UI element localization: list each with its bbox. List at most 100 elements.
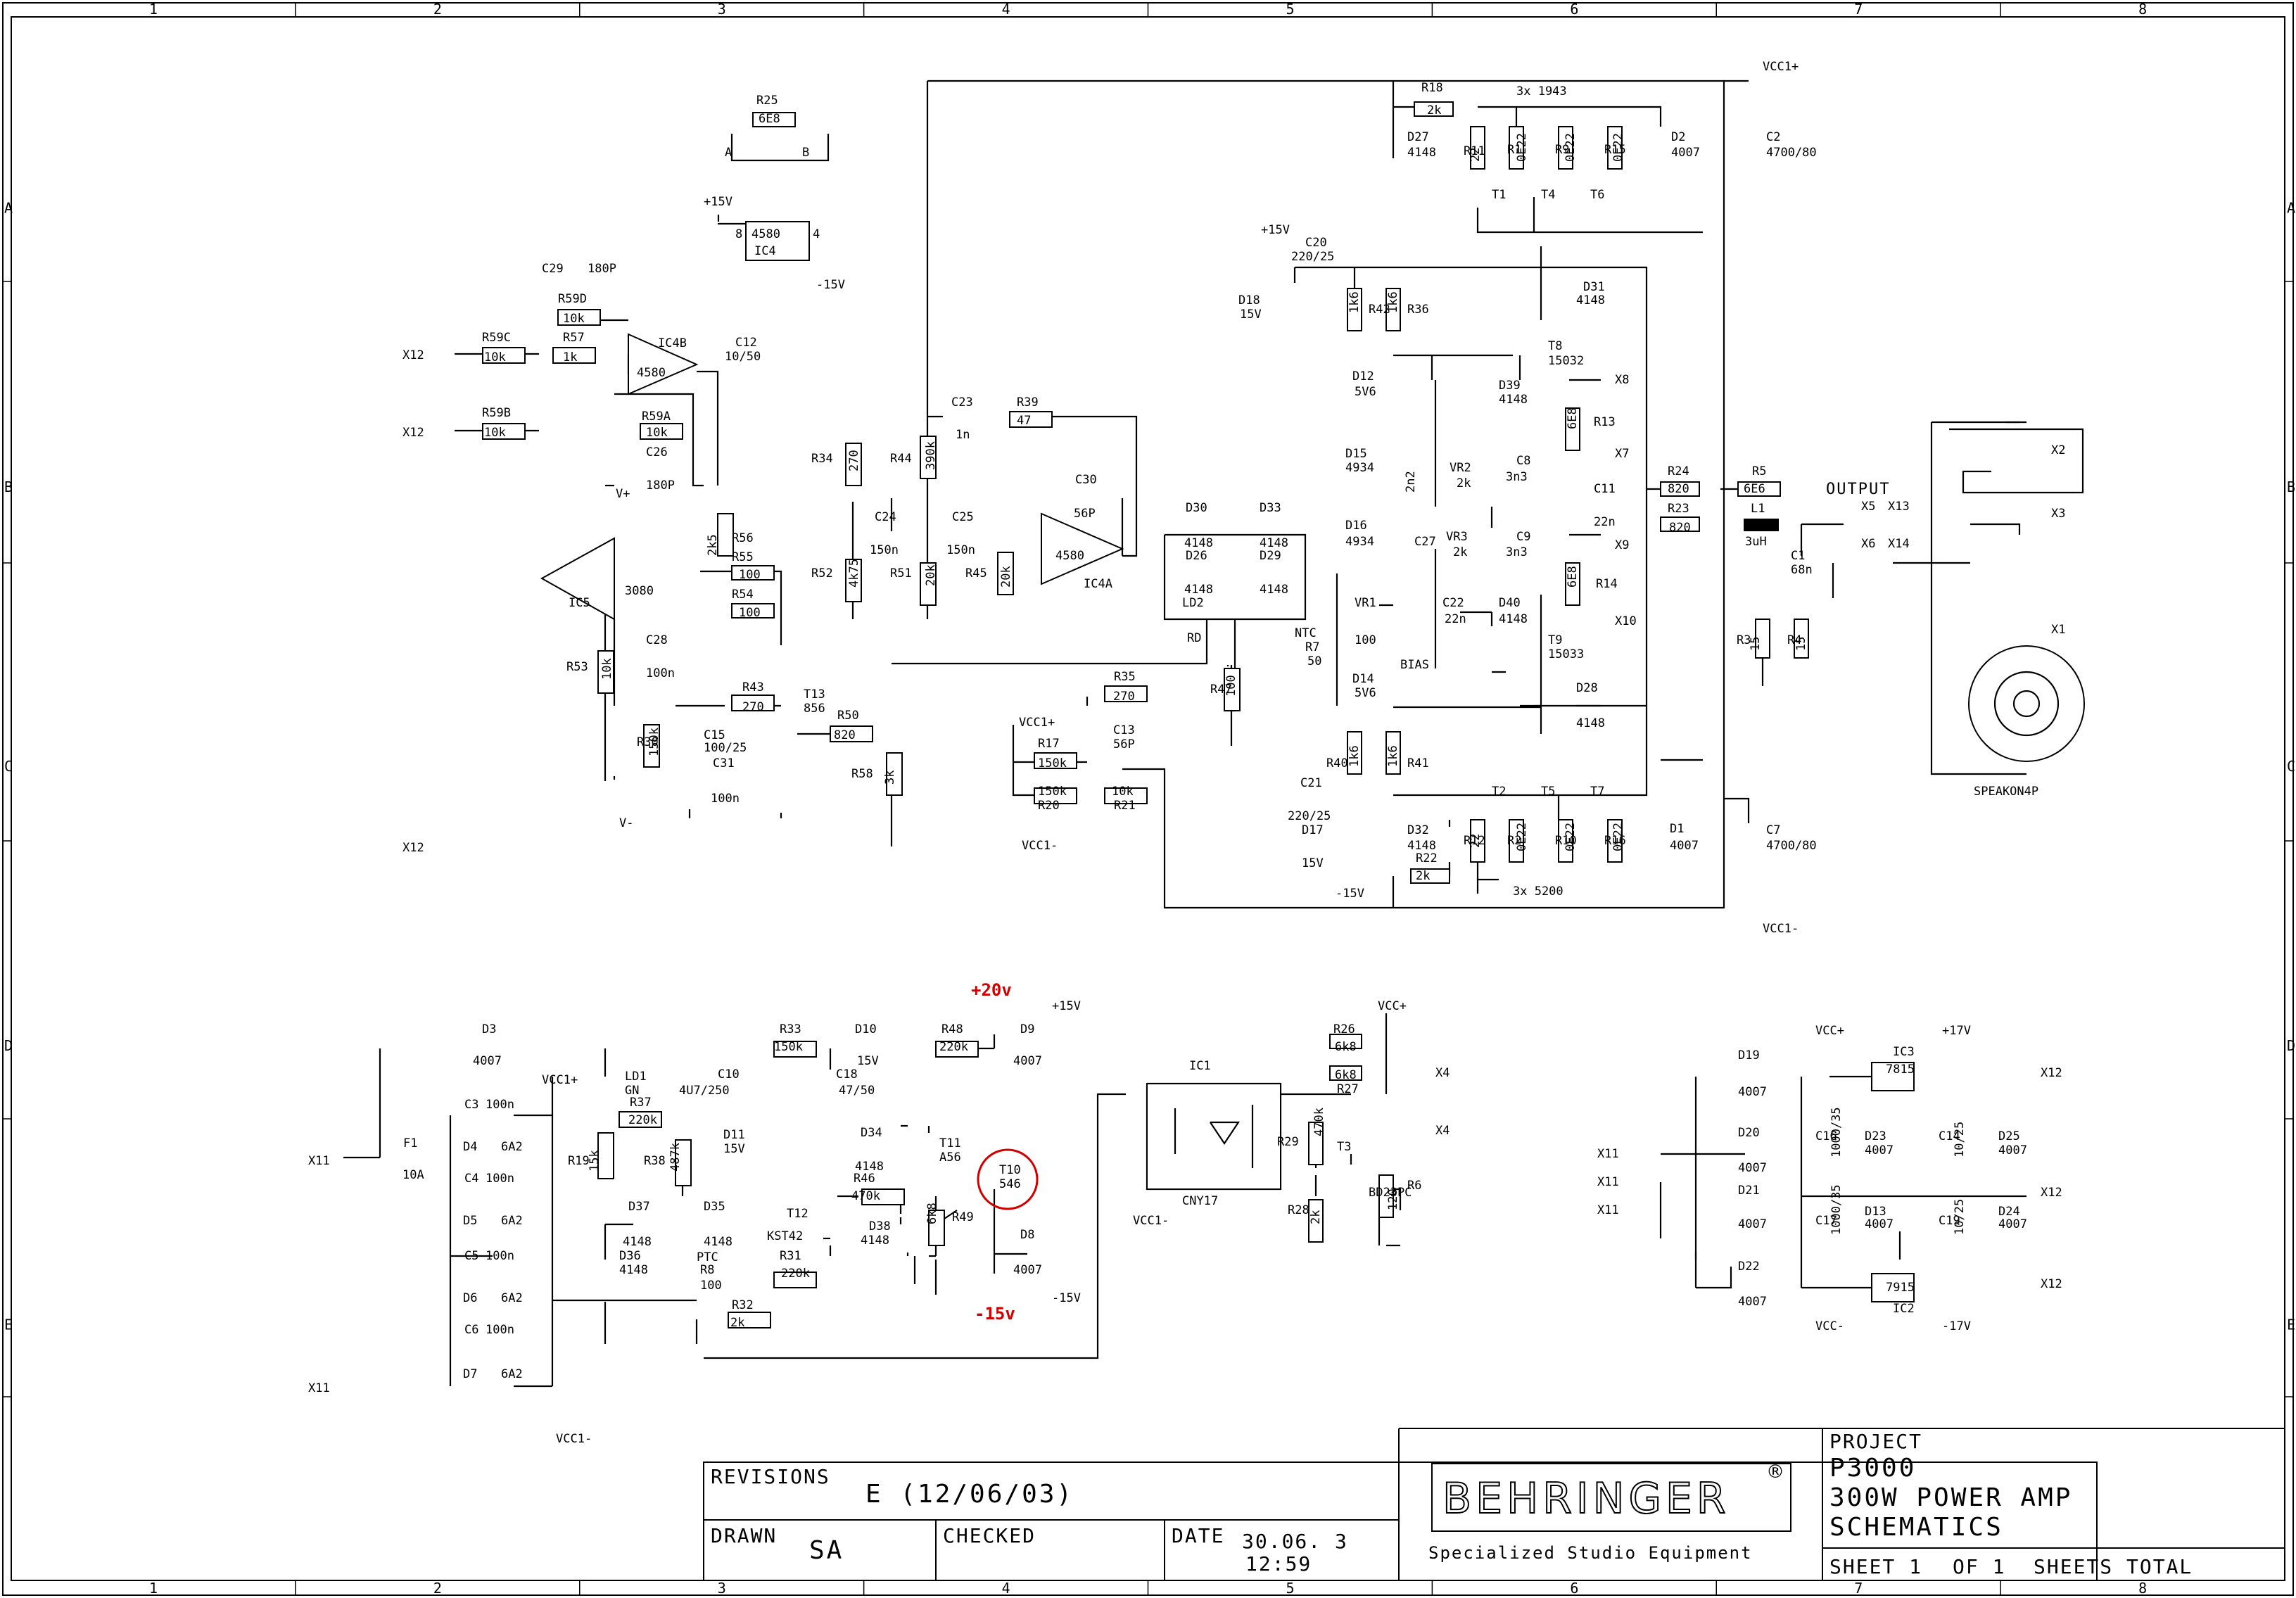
label-r59d: R59D [558,292,587,306]
label-d17v: 15V [1302,856,1324,870]
label-r10v: 0E22 [1564,823,1578,851]
label-r11v: 22 [1469,148,1483,162]
label-d10: D10 [855,1022,877,1036]
label-r5: R5 [1752,464,1766,478]
label-r1: R1 [1507,143,1521,157]
tb-time: 12:59 [1245,1552,1312,1575]
label-d33v: 4148 [1260,536,1288,550]
label-r31v: 220k [781,1267,810,1281]
label-x12e: X12 [2041,1186,2062,1200]
label-c6: C6 [464,1323,478,1337]
label-r5v: 6E6 [1744,482,1765,496]
label-r45v: 20k [999,566,1013,588]
label-c23: C23 [951,395,973,410]
label-r42v: 1k6 [1347,291,1362,313]
label-r24: R24 [1668,464,1689,478]
label-r10: R10 [1555,834,1577,848]
label-d18v: 15V [1240,307,1262,322]
label-r23v: 820 [1669,521,1691,535]
frame-col-5: 5 [1286,1580,1294,1597]
label-d34v: 4148 [855,1160,884,1174]
label-r46: R46 [854,1172,875,1186]
label-c12: C12 [735,336,757,350]
label-d22v: 4007 [1738,1295,1767,1309]
tb-project-name: P3000 [1829,1454,1916,1483]
label-d23: D23 [1865,1129,1886,1143]
tb-project-label: PROJECT [1829,1430,1922,1453]
label-vr1: VR1 [1355,596,1376,610]
label-d39v: 4148 [1499,393,1528,407]
label-c19v: 10/25 [1953,1199,1967,1235]
label-x14: X14 [1888,537,1910,551]
label-c8v: 3n3 [1506,470,1528,484]
speakon-label: SPEAKON4P [1974,785,2038,799]
label-d4v: 6A2 [501,1140,523,1154]
label-p15b: +15V [1261,223,1290,237]
label-d30v: 4148 [1184,536,1213,550]
label-r40: R40 [1326,756,1348,771]
label-d3: D3 [482,1022,496,1036]
label-r2: R2 [1507,834,1521,848]
label-d28: D28 [1576,681,1598,695]
frame-row-E: E [4,1317,13,1333]
label-d39: D39 [1499,379,1521,393]
label-r34v: 270 [847,450,861,471]
label-t9: T9 [1548,633,1562,647]
label-m17: -17V [1942,1319,1971,1333]
label-c14: C14 [1939,1129,1960,1143]
label-ic2: IC2 [1893,1302,1915,1316]
label-d12: D12 [1352,369,1374,383]
label-x12d: X12 [2041,1066,2062,1080]
t10-highlight-circle [977,1148,1039,1210]
label-c21v: 220/25 [1288,809,1331,823]
label-r24v: 820 [1668,482,1689,496]
label-d14v: 5V6 [1355,686,1376,700]
label-vcc1mc: VCC1- [1133,1214,1169,1228]
label-r28v: 2k [1309,1210,1323,1224]
label-x7: X7 [1615,447,1629,461]
label-c28v: 100n [646,666,675,680]
label-r19: R19 [568,1154,590,1168]
label-x10: X10 [1615,614,1637,628]
label-d17: D17 [1302,823,1324,837]
label-c29: C29 [542,262,564,276]
label-r4v: 15 [1794,637,1808,651]
label-r9v: 0E22 [1564,133,1578,162]
label-r39: R39 [1017,395,1039,410]
label-r53v: 10k [600,658,614,680]
label-d31: D31 [1583,280,1605,294]
label-x11a: X11 [308,1154,330,1168]
label-c10: C10 [718,1067,740,1082]
brand-mark: ® [1766,1461,1784,1483]
label-r7v: 50 [1307,654,1321,668]
label-r43: R43 [742,680,764,695]
label-b1: B [802,146,809,160]
label-vr2v: 2k [1457,476,1471,490]
inner-frame [11,16,2285,1581]
label-x11e: X11 [1597,1203,1619,1217]
label-r33v: 150k [774,1040,803,1054]
label-r13v: 6E8 [1566,407,1580,429]
label-x5200: 3x 5200 [1513,884,1564,899]
label-t6: T6 [1590,188,1604,202]
label-r25: R25 [756,94,778,108]
label-r17: R17 [1038,737,1060,751]
label-ic4bv: 4580 [637,366,666,380]
label-c18v: 47/50 [839,1084,875,1098]
label-c25v: 150n [946,543,975,557]
tb-date-label: DATE [1172,1524,1224,1547]
label-d26v: 4148 [1184,583,1213,597]
label-d12v: 5V6 [1355,385,1376,399]
output-label: OUTPUT [1826,481,1890,498]
v-plus-20-annotation: +20v [971,980,1012,1000]
label-c22: C22 [1442,596,1464,610]
label-c17: C17 [1815,1214,1837,1228]
label-c2: C2 [1766,130,1780,144]
label-c3v: 100n [486,1098,514,1112]
label-x5: X5 [1861,500,1875,514]
label-r21: R21 [1114,799,1136,813]
label-c24: C24 [875,510,896,524]
label-d30: D30 [1186,501,1207,515]
